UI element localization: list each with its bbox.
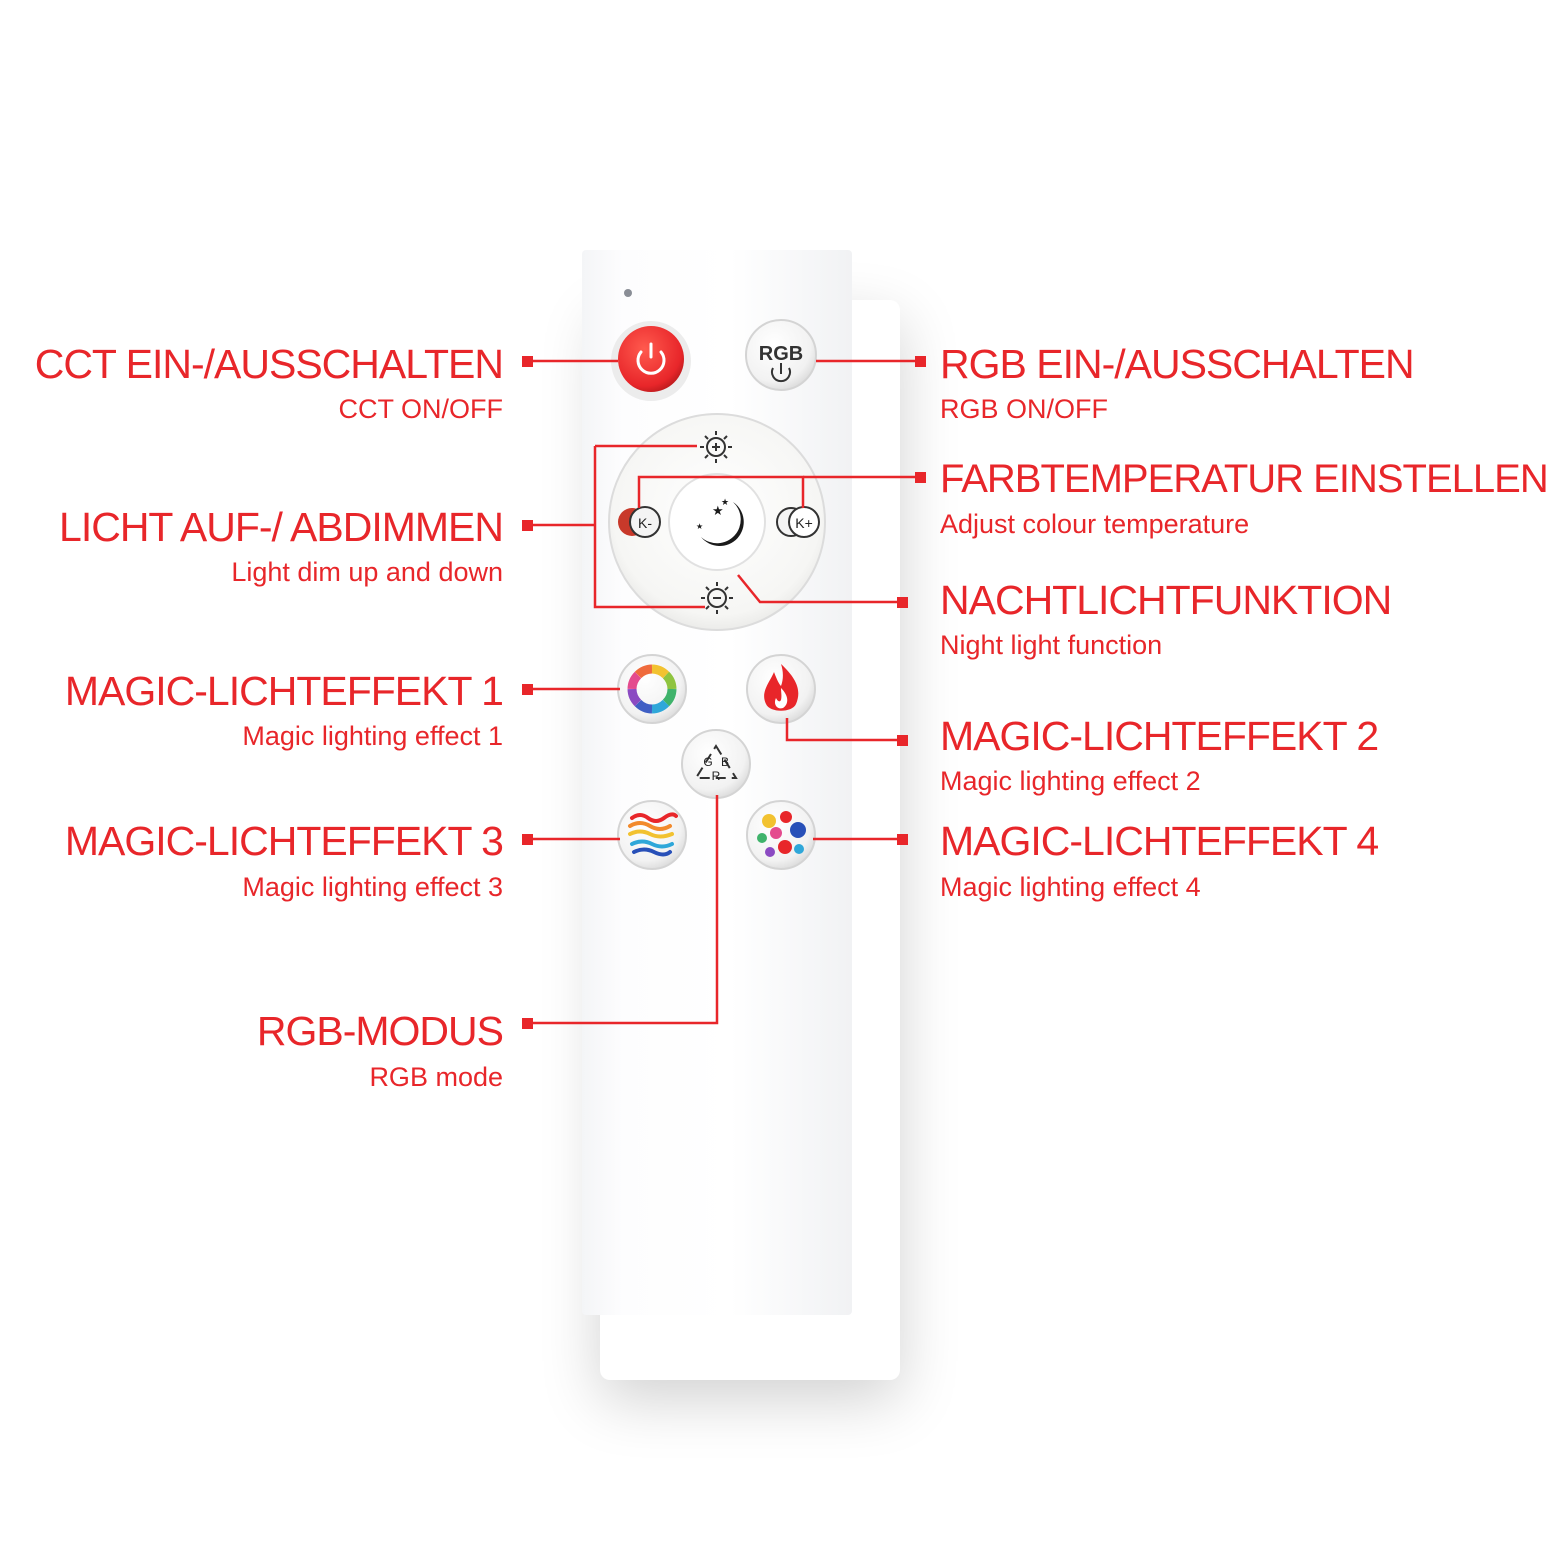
k-plus-icon: K+ xyxy=(776,506,820,538)
magic4-title: MAGIC-LICHTEFFEKT 4 xyxy=(940,818,1379,864)
dimming-title: LICHT AUF-/ ABDIMMEN xyxy=(59,504,504,550)
dim-down-button[interactable] xyxy=(701,582,733,614)
colour-temp-subtitle: Adjust colour temperature xyxy=(940,509,1250,539)
magic3-subtitle: Magic lighting effect 3 xyxy=(242,872,503,902)
rgb-cycle-icon: G B R xyxy=(694,744,738,783)
rgb-onoff-subtitle: RGB ON/OFF xyxy=(940,394,1108,424)
rgb-button-label: RGB xyxy=(759,343,803,365)
cct-onoff-subtitle: CCT ON/OFF xyxy=(338,394,504,424)
callout-lines xyxy=(528,359,916,1025)
cycle-b-label: B xyxy=(721,755,729,769)
colour-temp-plus-button[interactable]: K+ xyxy=(776,506,820,538)
night-light-title: NACHTLICHTFUNKTION xyxy=(940,577,1392,623)
k-minus-icon: K- xyxy=(618,506,661,538)
callout-markers xyxy=(522,356,926,1029)
magic1-title: MAGIC-LICHTEFFEKT 1 xyxy=(64,668,504,714)
magic2-subtitle: Magic lighting effect 2 xyxy=(940,766,1201,796)
k-minus-label: K- xyxy=(638,515,652,531)
dots-icon xyxy=(757,811,806,857)
magic-effect-2-button[interactable] xyxy=(746,654,816,724)
rgb-mode-subtitle: RGB mode xyxy=(369,1062,503,1092)
moon-icon: ★ ★ ★ xyxy=(696,498,744,547)
night-light-button[interactable]: ★ ★ ★ xyxy=(696,498,744,547)
magic-effect-1-button[interactable] xyxy=(617,654,687,724)
cycle-r-label: R xyxy=(712,769,721,783)
colour-temp-minus-button[interactable]: K- xyxy=(618,506,661,538)
svg-text:★: ★ xyxy=(721,498,729,508)
dimming-subtitle: Light dim up and down xyxy=(231,557,503,587)
rgb-power-button[interactable]: RGB xyxy=(745,319,817,391)
k-plus-label: K+ xyxy=(795,515,813,531)
magic-effect-4-button[interactable] xyxy=(746,800,816,870)
rgb-onoff-title: RGB EIN-/AUSSCHALTEN xyxy=(940,341,1415,387)
svg-text:★: ★ xyxy=(696,522,703,531)
waves-icon xyxy=(628,812,678,857)
cct-power-button[interactable] xyxy=(611,321,691,401)
rgb-power-icon xyxy=(771,363,791,383)
svg-text:★: ★ xyxy=(712,504,724,519)
magic1-subtitle: Magic lighting effect 1 xyxy=(242,721,503,751)
magic2-title: MAGIC-LICHTEFFEKT 2 xyxy=(940,713,1379,759)
power-icon xyxy=(636,342,666,375)
cycle-g-label: G xyxy=(703,755,712,769)
colour-ring-icon xyxy=(627,664,677,714)
dim-up-button[interactable] xyxy=(700,431,732,463)
magic-effect-3-button[interactable] xyxy=(617,800,687,870)
cct-onoff-title: CCT EIN-/AUSSCHALTEN xyxy=(34,341,504,387)
flame-icon xyxy=(764,664,799,711)
indicator-led xyxy=(624,289,632,297)
control-pad xyxy=(608,413,826,631)
night-light-subtitle: Night light function xyxy=(940,630,1163,660)
magic4-subtitle: Magic lighting effect 4 xyxy=(940,872,1201,902)
sun-minus-icon xyxy=(701,582,733,614)
colour-temp-title: FARBTEMPERATUR EINSTELLEN xyxy=(940,457,1549,501)
rgb-mode-title: RGB-MODUS xyxy=(256,1008,504,1054)
magic3-title: MAGIC-LICHTEFFEKT 3 xyxy=(64,818,504,864)
sun-plus-icon xyxy=(700,431,732,463)
rgb-mode-button[interactable]: G B R xyxy=(681,729,751,799)
